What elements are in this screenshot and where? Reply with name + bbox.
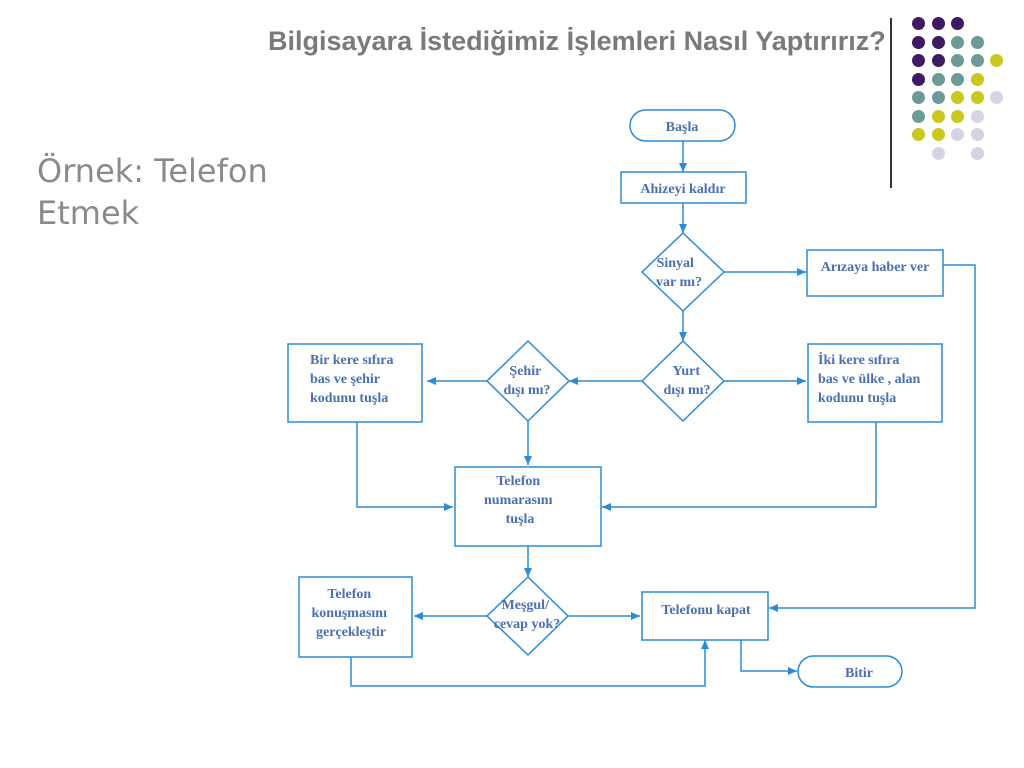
decorative-dot bbox=[970, 35, 984, 49]
decorative-dot bbox=[951, 17, 964, 30]
decision-busy-line2: cevap yok? bbox=[494, 617, 561, 632]
decorative-dot bbox=[912, 17, 925, 30]
decorative-dot bbox=[931, 109, 945, 123]
edge-report-hangup bbox=[769, 264, 976, 612]
decorative-dot bbox=[951, 91, 964, 104]
decorative-dot bbox=[951, 54, 964, 67]
node-talk: Telefon konuşmasını gerçekleştir bbox=[298, 576, 413, 658]
decorative-dot bbox=[951, 72, 964, 86]
decision-abroad-line1: Yurt bbox=[673, 364, 701, 379]
node-end: Bitir bbox=[797, 655, 903, 688]
slide-subtitle: Örnek: Telefon Etmek bbox=[37, 150, 297, 234]
decision-city: Şehir dışı mı? bbox=[485, 339, 571, 423]
node-dial-twice: İki kere sıfıra bas ve ülke , alan kodun… bbox=[807, 343, 943, 423]
node-dial-number: Telefon numarasını tuşla bbox=[454, 466, 602, 547]
decorative-dot bbox=[912, 128, 925, 141]
node-dial-once-line3: kodunu tuşla bbox=[310, 391, 388, 406]
edge-hangup-end bbox=[740, 640, 797, 675]
node-dial-number-line2: numarasını bbox=[484, 493, 553, 508]
decision-abroad-line2: dışı mı? bbox=[663, 383, 710, 398]
svg-text:İki kere sıfıra bas ve ü: İki kere sıfıra bas ve ülke , alan kodun… bbox=[818, 351, 924, 406]
svg-text:Telefon konuşmasını: Telefon konuşmasını gerçekleştir bbox=[312, 587, 391, 640]
decorative-dot bbox=[970, 146, 984, 160]
node-dial-once: Bir kere sıfıra bas ve şehir kodunu tuşl… bbox=[287, 343, 423, 423]
node-dial-twice-line3: kodunu tuşla bbox=[818, 391, 896, 406]
node-talk-line3: gerçekleştir bbox=[316, 625, 386, 640]
decorative-dot bbox=[970, 72, 984, 86]
flow-edges bbox=[350, 141, 976, 687]
node-dial-twice-line1: İki kere sıfıra bbox=[818, 351, 899, 368]
decorative-dot bbox=[912, 54, 925, 67]
subtitle-line-2: Etmek bbox=[37, 194, 140, 232]
decorative-dot bbox=[970, 54, 984, 67]
svg-text:Meşgul/ cevap yok?: Meşgul/ cevap yok? bbox=[494, 598, 561, 632]
decorative-dot bbox=[912, 109, 925, 123]
svg-text:Sinyal var mı?: Sinyal var mı? bbox=[656, 256, 702, 290]
node-lift-handset: Ahizeyi kaldır bbox=[620, 171, 747, 204]
node-start: Başla bbox=[629, 109, 736, 142]
decorative-dot bbox=[912, 72, 925, 86]
node-dial-number-line1: Telefon bbox=[496, 474, 540, 489]
node-start-label: Başla bbox=[666, 120, 699, 135]
decorative-dot bbox=[931, 17, 945, 30]
svg-text:Yurt dışı mı?: Yurt dışı mı? bbox=[663, 364, 710, 398]
subtitle-line-1: Örnek: Telefon bbox=[37, 152, 268, 190]
decision-city-line1: Şehir bbox=[509, 364, 541, 379]
decision-signal-line1: Sinyal bbox=[657, 256, 694, 271]
decorative-dot bbox=[931, 54, 945, 67]
svg-text:Telefonu kapat: Telefonu kapat bbox=[661, 603, 751, 618]
node-talk-line1: Telefon bbox=[327, 587, 371, 602]
decorative-dot bbox=[912, 91, 925, 104]
decorative-dot bbox=[951, 35, 964, 49]
decision-signal: Sinyal var mı? bbox=[640, 231, 726, 313]
node-hangup-label: Telefonu kapat bbox=[661, 603, 751, 618]
node-lift-label: Ahizeyi kaldır bbox=[640, 182, 725, 197]
node-dial-once-line2: bas ve şehir bbox=[310, 372, 380, 387]
node-report-fault: Arızaya haber ver bbox=[806, 249, 944, 297]
svg-text:Arızaya haber ver: Arızaya haber ver bbox=[821, 260, 930, 275]
node-dial-once-line1: Bir kere sıfıra bbox=[310, 353, 393, 368]
node-hang-up: Telefonu kapat bbox=[641, 591, 769, 641]
decorative-dot bbox=[951, 109, 964, 123]
edge-talk-hangup bbox=[350, 640, 709, 687]
edge-dialtwice-number bbox=[602, 422, 877, 511]
svg-text:Bitir: Bitir bbox=[845, 666, 873, 681]
svg-text:Ahizeyi kaldır: Ahizeyi kaldır bbox=[640, 182, 725, 197]
decorative-dot bbox=[912, 35, 925, 49]
decision-signal-line2: var mı? bbox=[656, 275, 702, 290]
svg-text:Şehir dışı mı?: Şehir dışı mı? bbox=[503, 364, 550, 398]
node-report-label: Arızaya haber ver bbox=[821, 260, 930, 275]
decision-city-line2: dışı mı? bbox=[503, 383, 550, 398]
page-title: Bilgisayara İstediğimiz İşlemleri Nasıl … bbox=[268, 26, 886, 56]
decorative-dot bbox=[990, 91, 1003, 104]
svg-text:Başla: Başla bbox=[666, 120, 699, 135]
decision-busy: Meşgul/ cevap yok? bbox=[485, 575, 570, 657]
node-dial-twice-line2: bas ve ülke , alan bbox=[818, 372, 921, 387]
decorative-dot bbox=[951, 128, 964, 141]
decorative-divider-line bbox=[890, 18, 892, 188]
decision-abroad: Yurt dışı mı? bbox=[640, 339, 726, 423]
decorative-dot bbox=[931, 146, 945, 160]
decorative-dot bbox=[931, 72, 945, 86]
edge-dialonce-number bbox=[356, 422, 453, 511]
node-dial-number-line3: tuşla bbox=[506, 512, 535, 527]
decorative-dot bbox=[931, 91, 945, 104]
node-talk-line2: konuşmasını bbox=[312, 606, 388, 621]
decorative-dot bbox=[970, 128, 984, 141]
decorative-dot bbox=[970, 91, 984, 104]
svg-text:Telefon numarasını: Telefon numarasını tuşla bbox=[484, 474, 556, 527]
decorative-dot bbox=[970, 109, 984, 123]
decision-busy-line1: Meşgul/ bbox=[502, 598, 551, 613]
decorative-dot bbox=[931, 35, 945, 49]
svg-text:Bir kere sıfıra bas ve ş: Bir kere sıfıra bas ve şehir kodunu tuşl… bbox=[310, 353, 397, 406]
decorative-dot bbox=[931, 128, 945, 141]
node-end-label: Bitir bbox=[845, 666, 873, 681]
decorative-dot bbox=[990, 54, 1003, 67]
